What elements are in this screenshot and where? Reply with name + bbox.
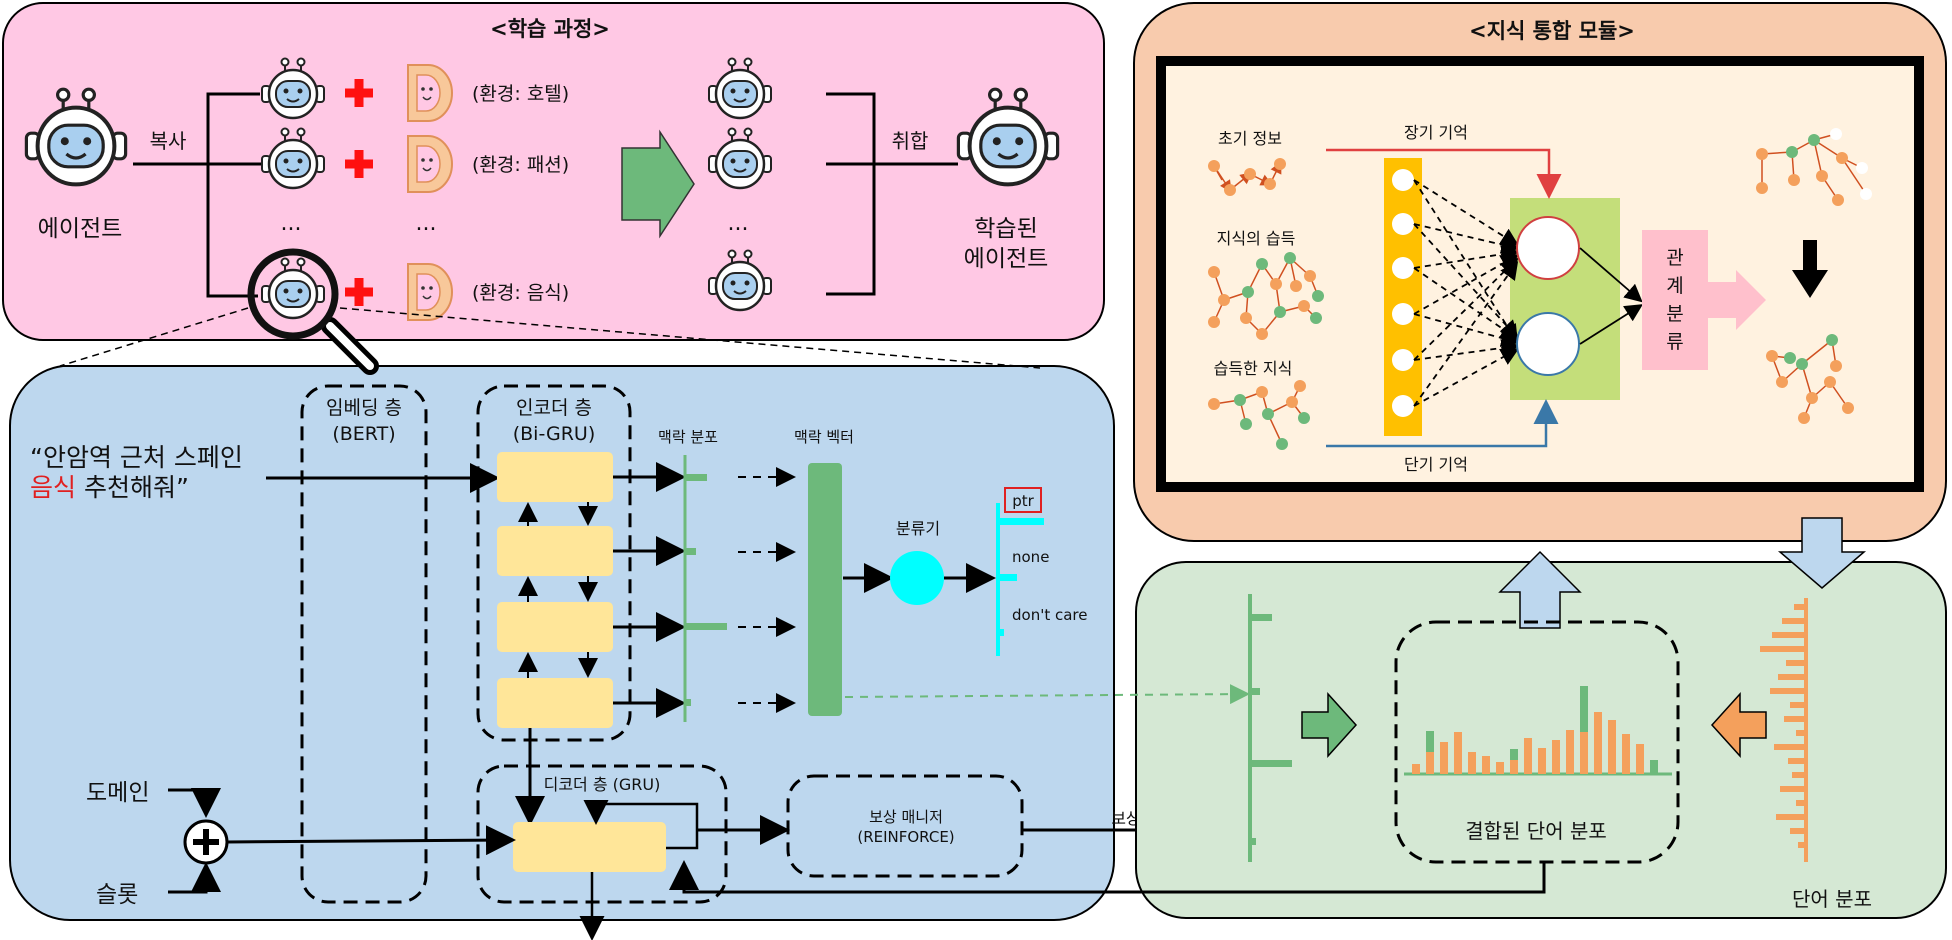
env-fashion: (환경: 패션) (472, 154, 569, 176)
long-term-label: 장기 기억 (1404, 123, 1468, 142)
graph-acquired (1208, 380, 1310, 450)
initial-info-label: 초기 정보 (1218, 129, 1282, 148)
learn-arrow-icon (621, 129, 695, 239)
env-hotel: (환경: 호텔) (472, 83, 569, 105)
class-bar-none (998, 574, 1017, 581)
graph-initial (1208, 158, 1286, 196)
orange-arrow-icon (1710, 692, 1767, 758)
trained-label-2: 에이전트 (964, 246, 1049, 272)
class-bar-dontcare (998, 629, 1004, 636)
input-line-2: 음식 추천해줘” (30, 473, 189, 502)
long-term-node (1516, 216, 1580, 280)
acquired-label: 습득한 지식 (1214, 359, 1293, 378)
class-dontcare: don't care (1012, 606, 1087, 624)
graph-before (1756, 128, 1872, 206)
left-dist-bar-1 (1250, 614, 1272, 621)
word-dist-bars (1760, 604, 1806, 848)
copy-bracket (206, 92, 260, 298)
copy-label: 복사 (150, 129, 187, 153)
domain-label: 도메인 (86, 780, 149, 806)
context-dist-bar-2 (685, 548, 696, 555)
relation-char-1: 관 (1666, 247, 1683, 269)
up-arrow-icon (1498, 550, 1582, 629)
data-3-icon (407, 263, 453, 321)
encoder-cell-3 (497, 602, 613, 652)
left-dist-bar-3 (1250, 760, 1292, 767)
encoder-cell-1 (497, 452, 613, 502)
decoder-cell (513, 822, 666, 872)
context-dist-bar-3 (685, 623, 727, 630)
encoder-label: 인코더 층 (516, 397, 592, 419)
down-arrow-icon (1792, 270, 1828, 298)
feedback-line (669, 860, 1546, 894)
env-food: (환경: 음식) (472, 282, 569, 304)
relation-char-4: 류 (1666, 331, 1683, 353)
embedding-sub: (BERT) (332, 423, 395, 445)
down-arrow-2-icon (1777, 517, 1867, 589)
learning-title: <학습 과정> (490, 17, 610, 41)
agent-label: 에이전트 (38, 216, 123, 242)
ellipsis-left: ... (281, 211, 302, 236)
embedding-layer (300, 384, 428, 904)
decoder-label: 디코더 층 (GRU) (544, 775, 661, 794)
class-ptr: ptr (1012, 492, 1034, 510)
acquisition-label: 지식의 습득 (1217, 229, 1296, 248)
memory-column (1384, 158, 1422, 436)
input-line-1: “안암역 근처 스페인 (30, 443, 243, 472)
combined-dist-box (1394, 620, 1680, 864)
reward-label: 보상 (1111, 809, 1141, 828)
graph-acquisition (1208, 252, 1324, 340)
left-dist-bar-4 (1250, 838, 1256, 845)
reward-manager-sub: (REINFORCE) (857, 828, 954, 846)
reward-manager-box (786, 774, 1024, 878)
context-dist-bar-4 (685, 699, 691, 706)
data-2-icon (407, 135, 453, 193)
data-1-icon (407, 64, 453, 122)
reward-manager-label: 보상 매니저 (869, 808, 943, 826)
decoder-layer (476, 764, 728, 904)
aggregate-label: 취합 (892, 129, 929, 153)
classifier-node (890, 551, 944, 605)
word-dist-label: 단어 분포 (1792, 887, 1872, 911)
input-highlight: 음식 (30, 473, 76, 502)
context-dist-label: 맥락 분포 (658, 428, 718, 446)
ellipsis-mid: ... (416, 211, 437, 236)
short-term-node (1516, 312, 1580, 376)
short-term-label: 단기 기억 (1404, 455, 1468, 474)
left-dist-bar-2 (1250, 688, 1260, 695)
class-bar-ptr (998, 518, 1044, 525)
trained-label-1: 학습된 (974, 216, 1037, 242)
ptr-highlight-box (1004, 487, 1042, 513)
relation-arrow-icon (1708, 270, 1766, 330)
embedding-label: 임베딩 층 (326, 397, 402, 419)
combined-bars (1412, 686, 1658, 774)
encoder-layer (476, 384, 632, 742)
combined-label: 결합된 단어 분포 (1465, 819, 1607, 843)
relation-char-3: 분 (1666, 303, 1683, 325)
classifier-label: 분류기 (896, 519, 940, 538)
knowledge-title: <지식 통합 모듈> (1469, 19, 1635, 43)
encoder-cell-4 (497, 678, 613, 728)
ellipsis-right: ... (728, 211, 749, 236)
green-arrow-icon (1301, 692, 1358, 758)
class-none: none (1012, 548, 1049, 566)
slot-label: 슬롯 (96, 882, 138, 908)
memory-nodes (1392, 169, 1414, 417)
graph-after (1766, 334, 1854, 424)
encoder-cell-2 (497, 526, 613, 576)
context-vector (808, 463, 842, 716)
relation-box (1642, 230, 1708, 370)
relation-char-2: 계 (1666, 275, 1683, 297)
context-vector-label: 맥락 벡터 (794, 428, 854, 446)
attention-links (1413, 179, 1520, 407)
aggregate-bracket (826, 92, 876, 296)
magnifier-icon (247, 248, 339, 340)
context-dist-bar-1 (685, 474, 707, 481)
encoder-sub: (Bi-GRU) (513, 423, 596, 445)
